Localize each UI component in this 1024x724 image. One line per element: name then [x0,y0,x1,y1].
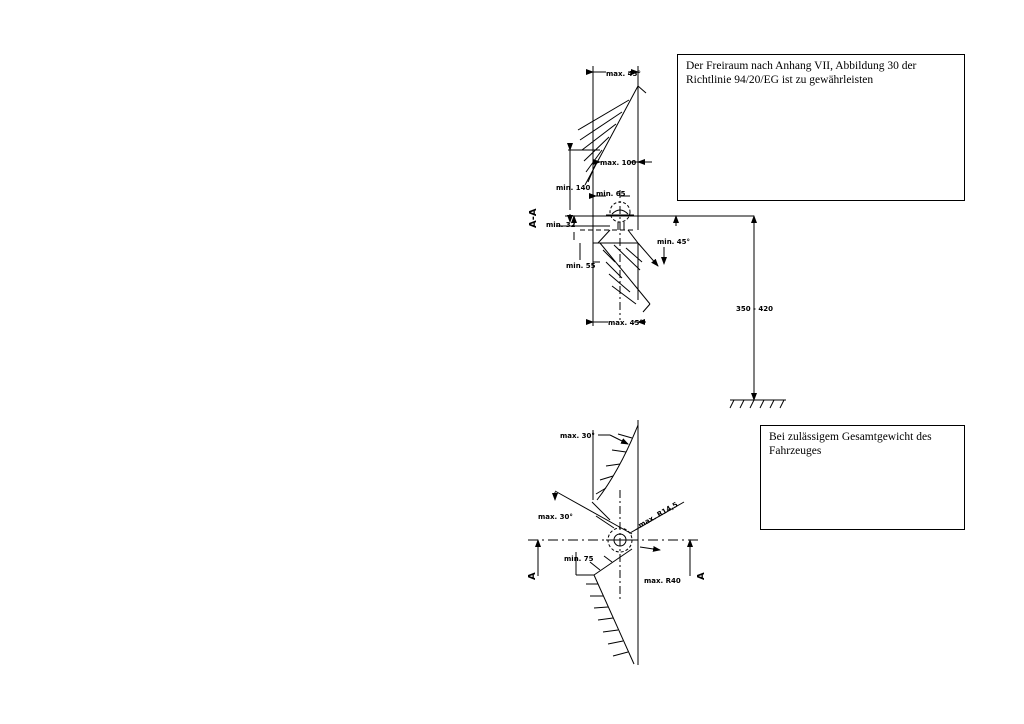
plan-upper-clearance [596,424,639,501]
upper-hatching [577,99,630,183]
label-max-30-top: max. 30° [560,432,595,440]
lower-clearance-line [599,242,651,305]
label-max-45-bottom: max. 45° [608,319,643,327]
label-min-45: min. 45° [657,238,690,246]
label-r14-5: max. R14,5 [637,501,679,530]
label-r40: max. R40 [644,577,681,585]
plan-lower-hatching [586,555,629,657]
label-max-45-top: max. 45° [606,70,641,78]
gross-weight-note: Bei zulässigem Gesamtgewicht des Fahrzeu… [760,425,965,530]
label-max-100: max. 100 [600,159,636,167]
label-min-65: min. 65 [596,190,626,198]
plan-view [528,420,700,665]
plan-lower-clearance [593,548,633,576]
label-height-range: 350 - 420 [736,305,773,313]
label-min-32: min. 32 [546,221,576,229]
clearance-note: Der Freiraum nach Anhang VII, Abbildung … [677,54,965,201]
plan-upper-hatching [595,433,633,495]
section-view [556,66,786,409]
section-label-a-a: A-A [528,208,539,228]
label-max-30-left: max. 30° [538,513,573,521]
plan-labels: max. 30° max. 30° max. R14,5 min. 75 max… [527,432,707,585]
label-min-55: min. 55 [566,262,596,270]
ground-symbol [729,399,786,409]
label-min-140: min. 140 [556,184,591,192]
section-marker-a-left: A [527,572,538,580]
section-labels: A-A max. 45° max. 100 min. 140 min. 65 m… [528,70,773,327]
section-marker-a-right: A [696,572,707,580]
lower-hatching [602,244,643,305]
label-min-75: min. 75 [564,555,594,563]
